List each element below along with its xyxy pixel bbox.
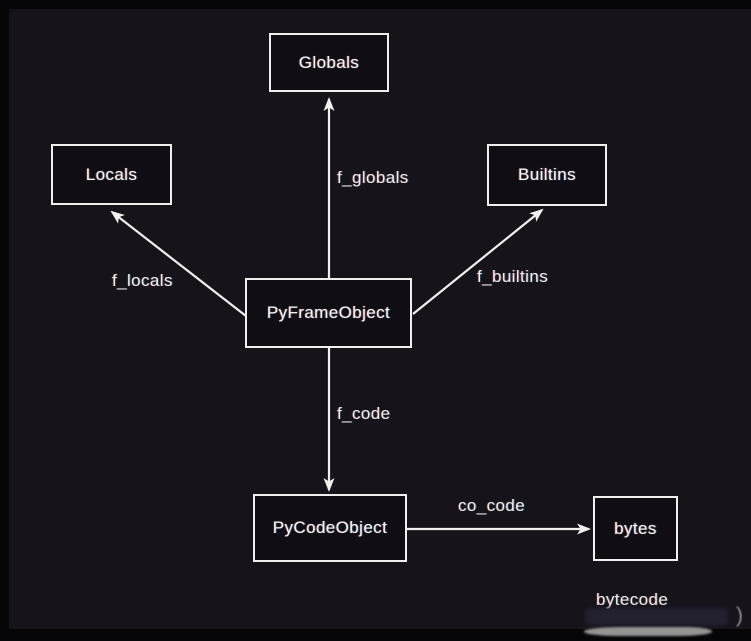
node-locals: Locals [51,144,172,205]
node-builtins: Builtins [487,144,607,206]
edge-label-f-globals: f_globals [337,168,409,187]
edge-label-f-locals: f_locals [112,271,173,290]
annotation-bytecode: bytecode [596,590,669,609]
edge-label-f-builtins: f_builtins [477,267,549,286]
node-locals-label: Locals [85,164,138,184]
node-globals-label: Globals [298,52,360,72]
node-builtins-label: Builtins [517,165,576,184]
edge-label-f-code: f_code [337,404,391,423]
node-pycodeobject: PyCodeObject [253,494,407,562]
node-pyframeobject-label: PyFrameObject [266,303,391,322]
gray-smear-artifact [584,627,712,636]
blurred-watermark-artifact [586,608,728,625]
node-globals: Globals [269,33,389,92]
node-pycodeobject-label: PyCodeObject [272,518,388,537]
edge-label-co-code: co_code [458,496,526,515]
arrow-f-builtins [412,208,544,315]
arrow-f-locals [110,210,247,317]
watermark-paren-glyph: ) [736,604,743,627]
node-bytes-label: bytes [614,518,657,538]
node-bytes: bytes [593,496,678,561]
node-pyframeobject: PyFrameObject [245,278,412,348]
